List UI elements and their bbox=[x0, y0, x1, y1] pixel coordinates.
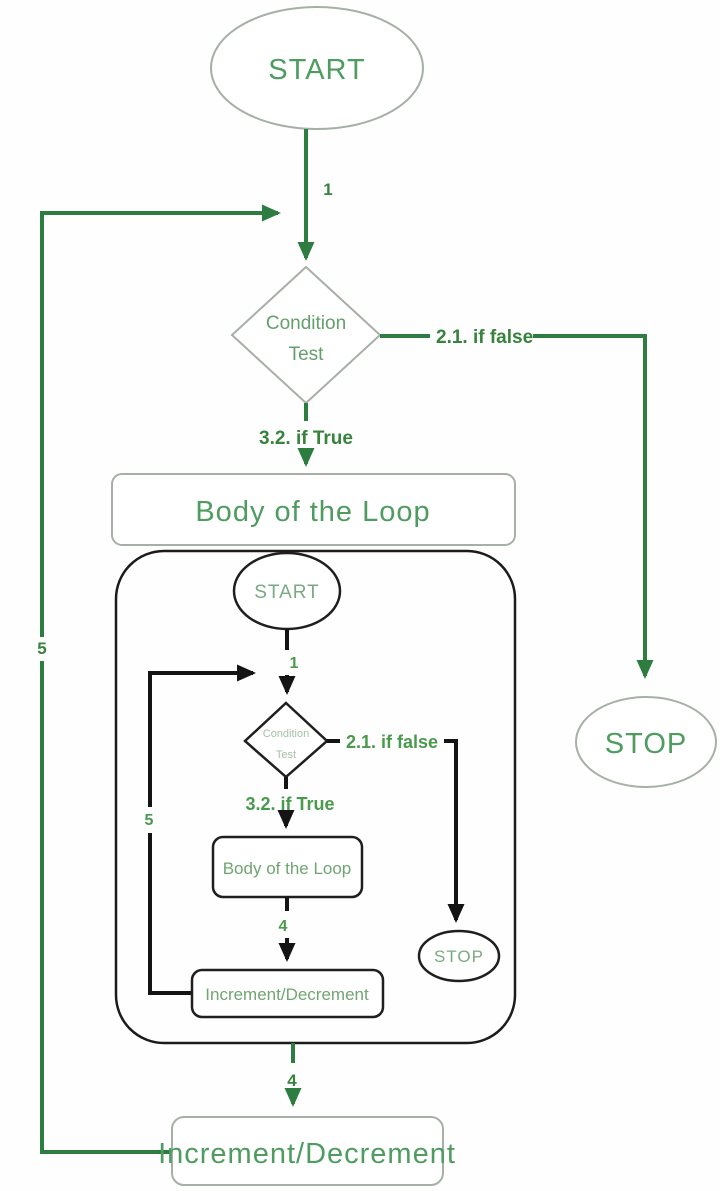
inner-iffalse-label: 2.1. if false bbox=[346, 732, 438, 752]
inner-step1-label: 1 bbox=[290, 655, 299, 672]
inner-condition-diamond bbox=[243, 701, 329, 779]
inner-increment-node bbox=[190, 968, 385, 1019]
inner-iffalse-line-to-stop bbox=[444, 739, 465, 923]
outer-start-node bbox=[210, 6, 424, 130]
inner-start-label: START bbox=[254, 582, 320, 603]
outer-body-label: Body of the Loop bbox=[195, 496, 430, 528]
outer-iffalse-line-to-stop bbox=[533, 334, 654, 679]
outer-condition-diamond bbox=[230, 265, 382, 405]
outer-stop-node bbox=[575, 696, 717, 788]
outer-start-label: START bbox=[268, 54, 365, 86]
outer-condition-label-line2: Test bbox=[289, 344, 325, 365]
outer-loopback-line-lower bbox=[40, 661, 172, 1154]
outer-stop-label: STOP bbox=[605, 728, 687, 760]
outer-increment-label: Increment/Decrement bbox=[158, 1138, 456, 1170]
inner-stop-label: STOP bbox=[434, 947, 484, 966]
inner-step5-label: 5 bbox=[145, 812, 154, 829]
outer-increment-node bbox=[171, 1116, 444, 1186]
outer-step5-label: 5 bbox=[37, 639, 46, 658]
inner-loopback-line-upper bbox=[148, 664, 256, 807]
inner-stop-node bbox=[417, 929, 501, 983]
outer-iffalse-label: 2.1. if false bbox=[436, 327, 533, 348]
inner-flowchart-container bbox=[114, 549, 517, 1045]
inner-condition-label-line2: Test bbox=[276, 749, 296, 761]
outer-loopback-line-upper bbox=[40, 204, 281, 637]
outer-iftrue-label: 3.2. if True bbox=[259, 428, 353, 449]
inner-condition-label-line1: Condition bbox=[263, 728, 309, 740]
inner-step4-label: 4 bbox=[279, 918, 288, 935]
inner-iftrue-label: 3.2. if True bbox=[245, 794, 334, 814]
inner-loopback-line-lower bbox=[148, 833, 192, 995]
outer-body-node bbox=[111, 473, 516, 546]
inner-increment-label: Increment/Decrement bbox=[205, 985, 369, 1004]
outer-condition-label-line1: Condition bbox=[266, 313, 346, 334]
outer-step4-label: 4 bbox=[287, 1071, 297, 1090]
outer-step1-label: 1 bbox=[323, 180, 332, 199]
inner-body-label: Body of the Loop bbox=[223, 859, 352, 878]
